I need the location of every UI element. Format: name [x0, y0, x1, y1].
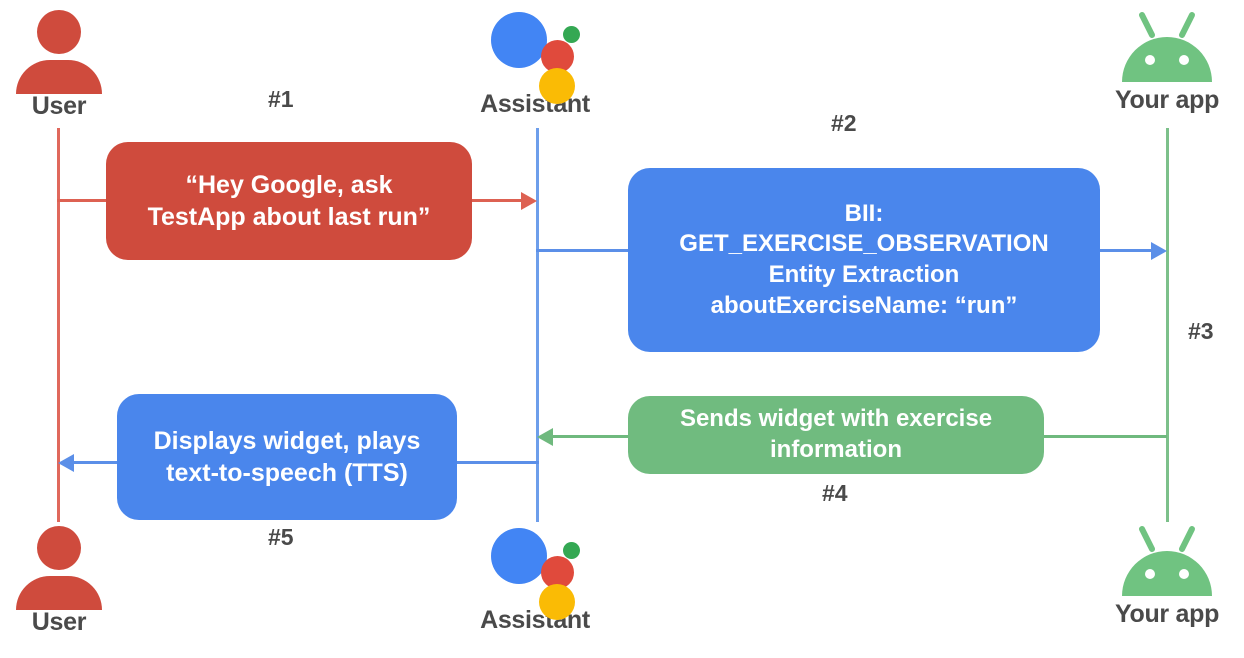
connector-step5-to-user	[74, 461, 120, 464]
actor-label-user-top: User	[31, 92, 87, 120]
step-label-1: #1	[268, 86, 294, 112]
user-head-shape	[37, 10, 81, 54]
assistant-red-dot-icon	[541, 556, 574, 589]
message-box-step4: Sends widget with exercise information	[628, 396, 1044, 474]
lifeline-user	[57, 128, 60, 522]
connector-user-to-step1	[57, 199, 117, 202]
message-line: text-to-speech (TTS)	[166, 459, 408, 487]
actor-label-assistant-bottom: Assistant	[480, 606, 590, 634]
connector-step4-to-assistant	[553, 435, 631, 438]
user-avatar-icon	[16, 526, 102, 610]
arrowhead-step4-left	[537, 428, 553, 446]
actor-user-bottom: User	[0, 526, 134, 635]
assistant-yellow-dot-icon	[539, 68, 575, 104]
actor-label-your-app-top: Your app	[1114, 86, 1220, 114]
actor-your-app-bottom: Your app	[1092, 524, 1242, 627]
message-line: GET_EXERCISE_OBSERVATION	[679, 230, 1049, 258]
message-line: “Hey Google, ask	[185, 171, 393, 199]
actor-assistant-bottom: Assistant	[460, 524, 610, 633]
step-label-2: #2	[831, 110, 857, 136]
lifeline-assistant	[536, 128, 539, 522]
message-line: information	[769, 436, 902, 463]
arrowhead-step5-left	[58, 454, 74, 472]
actor-your-app-top: Your app	[1092, 10, 1242, 113]
actor-label-assistant-top: Assistant	[480, 90, 590, 118]
assistant-green-dot-icon	[563, 542, 580, 559]
user-body-shape	[16, 60, 102, 94]
message-line: aboutExerciseName: “run”	[710, 291, 1018, 319]
arrowhead-step1-right	[521, 192, 537, 210]
lifeline-your-app	[1166, 128, 1169, 522]
step-label-3: #3	[1188, 318, 1214, 344]
assistant-red-dot-icon	[541, 40, 574, 73]
connector-step2-to-app	[1096, 249, 1152, 252]
actor-label-your-app-bottom: Your app	[1114, 600, 1220, 628]
google-assistant-icon	[489, 8, 581, 104]
arrowhead-step2-right	[1151, 242, 1167, 260]
step-label-4: #4	[822, 480, 848, 506]
message-line: Entity Extraction	[768, 261, 960, 288]
actor-user-top: User	[0, 10, 134, 119]
android-robot-icon	[1117, 10, 1217, 88]
message-line: Sends widget with exercise	[679, 405, 993, 433]
user-avatar-icon	[16, 10, 102, 94]
user-head-shape	[37, 526, 81, 570]
step-label-5: #5	[268, 524, 294, 550]
message-line: TestApp about last run”	[147, 203, 431, 231]
connector-step1-to-assistant	[466, 199, 522, 202]
google-assistant-icon	[489, 524, 581, 620]
connector-app-to-step4	[1043, 435, 1167, 438]
message-line: BII:	[844, 199, 884, 227]
message-box-step2: BII: GET_EXERCISE_OBSERVATION Entity Ext…	[628, 168, 1100, 352]
message-box-step1: “Hey Google, ask TestApp about last run”	[106, 142, 472, 260]
connector-assistant-to-step5	[455, 461, 539, 464]
actor-assistant-top: Assistant	[460, 8, 610, 117]
message-line: Displays widget, plays	[153, 427, 421, 455]
assistant-blue-dot-icon	[491, 12, 547, 68]
assistant-blue-dot-icon	[491, 528, 547, 584]
assistant-yellow-dot-icon	[539, 584, 575, 620]
message-box-step5: Displays widget, plays text-to-speech (T…	[117, 394, 457, 520]
connector-assistant-to-step2	[536, 249, 632, 252]
user-body-shape	[16, 576, 102, 610]
assistant-green-dot-icon	[563, 26, 580, 43]
actor-label-user-bottom: User	[31, 608, 87, 636]
android-robot-icon	[1117, 524, 1217, 602]
